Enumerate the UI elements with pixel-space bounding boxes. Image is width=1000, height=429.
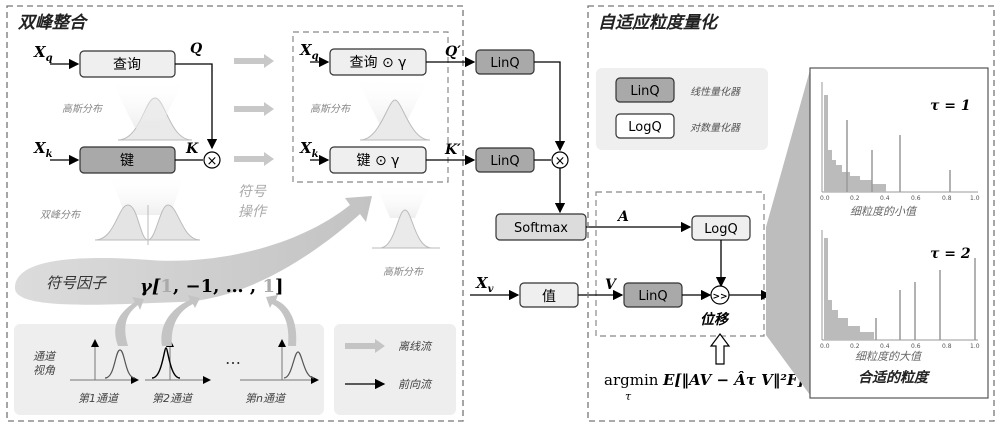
gaussian-funnel-1 [110, 78, 185, 128]
multiply-symbol-1: × [207, 154, 218, 169]
gamma-expression: γ[1, −1, … , 1] [140, 276, 284, 297]
gaussian-curve-2 [359, 99, 431, 141]
tau1-label: τ = 1 [930, 98, 971, 114]
left-panel-frame [6, 5, 464, 422]
histogram-2-ticks: 0.0 0.2 0.4 0.6 0.8 1.0 [820, 343, 980, 350]
a-label: A [616, 209, 629, 225]
svg-text:0.6: 0.6 [911, 195, 921, 202]
flow-legend-box [334, 324, 456, 415]
softmax-label: Softmax [514, 221, 568, 236]
svg-text:0.0: 0.0 [820, 195, 830, 202]
quant-dashed-box [595, 191, 765, 337]
tau2-label: τ = 2 [930, 246, 971, 262]
symbol-op-label: 符号操作 [238, 184, 268, 220]
right-panel-frame [587, 5, 995, 422]
channel-view-label: 通道视角 [33, 350, 57, 377]
ch2-up-arrow [161, 295, 200, 346]
zoom-funnel [766, 70, 810, 395]
key-gamma-label: 键 ⊙ γ [357, 153, 400, 169]
chn-curve [283, 351, 315, 379]
gaussian-label-3: 高斯分布 [383, 266, 425, 278]
svg-text:0.0: 0.0 [820, 343, 830, 350]
legend-logq-label: LogQ [628, 120, 661, 135]
offline-arrow-1 [234, 54, 274, 68]
ch2-curve [151, 347, 181, 379]
q-to-multiply-line [175, 63, 218, 150]
chn-up-arrow [266, 295, 297, 346]
svg-text:1.0: 1.0 [970, 195, 980, 202]
logq-label: LogQ [704, 222, 737, 237]
multiply-node-1 [203, 151, 221, 169]
gaussian-label-2: 高斯分布 [310, 103, 352, 115]
svg-text:0.8: 0.8 [942, 343, 952, 350]
q-prime-label: Q′ [445, 44, 461, 60]
legend-offline-label: 离线流 [398, 340, 433, 353]
bimodal-label: 双峰分布 [40, 209, 82, 221]
svg-text:0.4: 0.4 [880, 343, 890, 350]
legend-logq-box [615, 113, 675, 139]
svg-text:0.6: 0.6 [911, 343, 921, 350]
xk2-label: Xk [299, 139, 319, 160]
caption-1: 细粒度的小值 [850, 205, 918, 218]
objective-label: E[‖AV − Âτ V‖²F] [662, 371, 805, 389]
ch1-label: 第1通道 [78, 392, 120, 405]
caption-2: 细粒度的大值 [855, 350, 923, 363]
argmin-label: argmin [604, 371, 659, 389]
offline-arrow-3 [234, 152, 274, 166]
linq1-to-multiply [534, 61, 566, 152]
legend-linq-label: LinQ [630, 84, 659, 99]
linq-label-3: LinQ [638, 289, 667, 304]
xv-label: Xv [475, 274, 494, 295]
histogram-1 [821, 82, 978, 193]
legend-linq-box [615, 77, 675, 103]
right-panel-title: 自适应粒度量化 [598, 13, 720, 33]
value-label: 值 [542, 289, 556, 305]
gaussian-funnel-2 [355, 76, 430, 125]
linq-label-2: LinQ [490, 154, 519, 169]
shift-label: 位移 [700, 311, 730, 328]
histogram-1-ticks: 0.0 0.2 0.4 0.6 0.8 1.0 [820, 195, 980, 202]
ch2-label: 第2通道 [152, 392, 194, 405]
histogram-frame [809, 67, 989, 399]
multiply-symbol-2: × [555, 154, 566, 169]
legend-offline-arrow [345, 339, 385, 353]
v-label: V [605, 277, 618, 293]
linq-label-1: LinQ [490, 56, 519, 71]
gaussian-curve-3 [379, 209, 433, 249]
svg-text:1.0: 1.0 [970, 343, 980, 350]
key-label: 键 [120, 153, 134, 169]
gaussian-label-1: 高斯分布 [62, 103, 104, 115]
shift-symbol: >> [712, 292, 727, 302]
gaussian-funnel-3 [375, 183, 430, 218]
ch1-up-arrow [115, 297, 144, 346]
sign-factor-label: 符号因子 [46, 274, 107, 292]
argmin-sub: τ [625, 390, 632, 403]
ch1-curve [104, 349, 136, 379]
legend-logq-desc: 对数量化器 [690, 122, 741, 134]
k-label: K [185, 141, 199, 157]
left-panel-title: 双峰整合 [17, 13, 89, 33]
channel-dots: … [225, 349, 241, 368]
svg-text:0.8: 0.8 [942, 195, 952, 202]
fit-granularity-label: 合适的粒度 [858, 369, 931, 386]
xq-label: Xq [33, 43, 53, 64]
query-gamma-label: 查询 ⊙ γ [350, 55, 407, 71]
histogram-2 [821, 230, 978, 341]
svg-text:0.2: 0.2 [850, 343, 860, 350]
legend-forward-label: 前向流 [398, 378, 433, 391]
q-label: Q [190, 41, 202, 57]
chn-label: 第n通道 [245, 392, 287, 405]
xq2-label: Xq [299, 41, 319, 62]
svg-text:0.2: 0.2 [850, 195, 860, 202]
k-prime-label: K′ [444, 142, 461, 158]
svg-text:0.4: 0.4 [880, 195, 890, 202]
query-label: 查询 [113, 57, 141, 73]
sign-factor-band [15, 196, 372, 305]
offline-arrow-2 [234, 102, 274, 116]
xk-label: Xk [33, 139, 53, 160]
objective-up-arrow [709, 333, 731, 365]
symbol-op-box [292, 31, 449, 183]
legend-linq-desc: 线性量化器 [690, 86, 741, 98]
